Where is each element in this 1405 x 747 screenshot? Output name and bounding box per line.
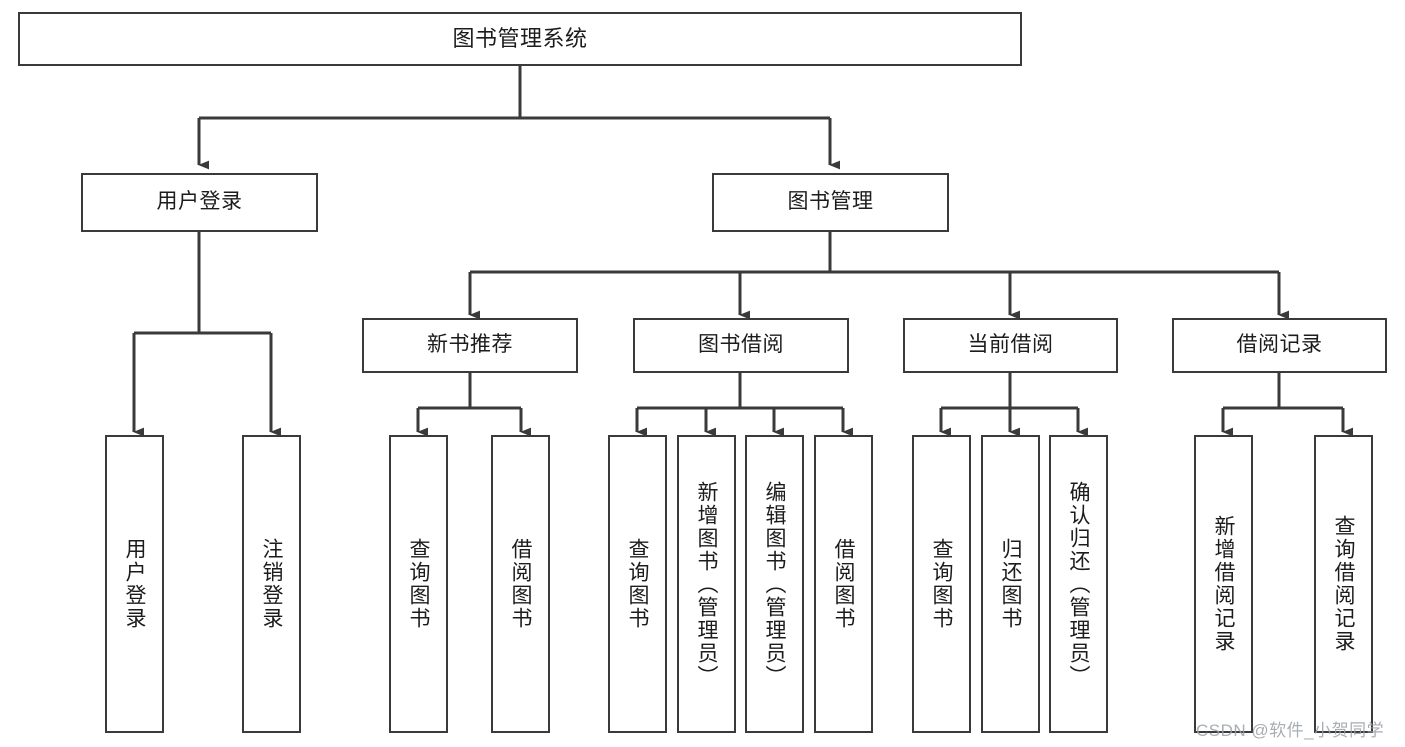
leaf-borrow-add-book-admin[interactable]: 新增图书（管理员） [677, 435, 736, 733]
node-label: 用户登录 [123, 538, 146, 630]
leaf-user-login[interactable]: 用户登录 [105, 435, 164, 733]
leaf-current-confirm-return-admin[interactable]: 确认归还（管理员） [1049, 435, 1108, 733]
node-label: 新书推荐 [427, 333, 513, 357]
node-label: 编辑图书（管理员） [763, 480, 786, 688]
node-label: 图书管理系统 [452, 26, 588, 52]
node-label: 用户登录 [156, 190, 243, 214]
leaf-current-return-book[interactable]: 归还图书 [981, 435, 1040, 733]
node-book-management[interactable]: 图书管理 [712, 173, 949, 232]
leaf-newbook-borrow-book[interactable]: 借阅图书 [491, 435, 550, 733]
node-label: 借阅记录 [1236, 333, 1323, 357]
leaf-borrow-edit-book-admin[interactable]: 编辑图书（管理员） [745, 435, 804, 733]
leaf-record-add-record[interactable]: 新增借阅记录 [1194, 435, 1253, 733]
node-book-borrow[interactable]: 图书借阅 [633, 318, 849, 373]
node-label: 图书管理 [787, 190, 874, 214]
node-root-system[interactable]: 图书管理系统 [18, 12, 1022, 66]
node-user-login[interactable]: 用户登录 [81, 173, 318, 232]
leaf-borrow-borrow-book[interactable]: 借阅图书 [814, 435, 873, 733]
node-label: 归还图书 [999, 538, 1022, 630]
node-label: 新增图书（管理员） [695, 480, 718, 688]
leaf-newbook-search-book[interactable]: 查询图书 [389, 435, 448, 733]
node-label: 借阅图书 [832, 538, 855, 630]
leaf-record-search-record[interactable]: 查询借阅记录 [1314, 435, 1373, 733]
node-label: 借阅图书 [509, 538, 532, 630]
node-label: 确认归还（管理员） [1067, 480, 1090, 688]
node-label: 注销登录 [260, 538, 283, 630]
node-label: 当前借阅 [967, 333, 1054, 357]
node-current-borrow[interactable]: 当前借阅 [903, 318, 1118, 373]
node-label: 新增借阅记录 [1212, 515, 1235, 653]
leaf-logout[interactable]: 注销登录 [242, 435, 301, 733]
node-label: 查询图书 [407, 538, 430, 630]
node-label: 图书借阅 [698, 333, 784, 357]
csdn-watermark: CSDN @软件_小贺同学 [1196, 721, 1385, 740]
node-label: 查询借阅记录 [1332, 515, 1355, 653]
leaf-current-search-book[interactable]: 查询图书 [912, 435, 971, 733]
leaf-borrow-search-book[interactable]: 查询图书 [608, 435, 667, 733]
node-new-book-recommend[interactable]: 新书推荐 [362, 318, 578, 373]
node-label: 查询图书 [626, 538, 649, 630]
node-label: 查询图书 [930, 538, 953, 630]
node-borrow-record[interactable]: 借阅记录 [1172, 318, 1387, 373]
